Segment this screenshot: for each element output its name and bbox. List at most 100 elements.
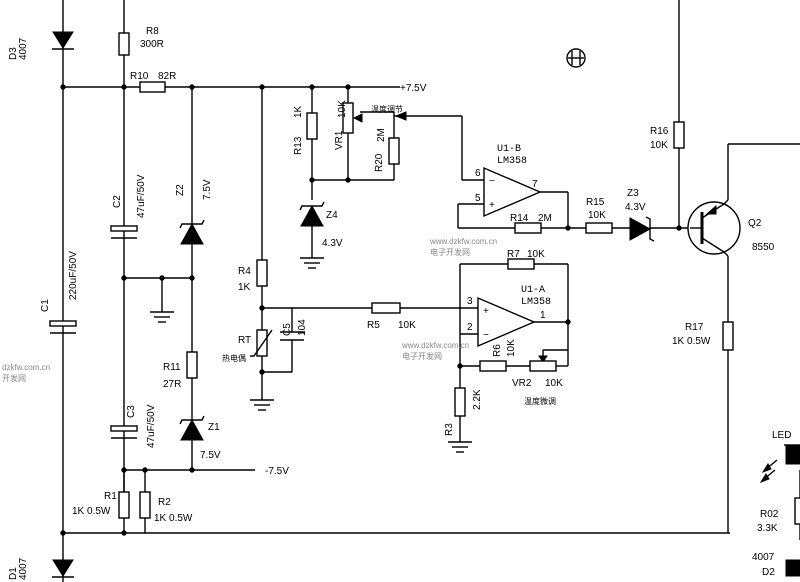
d3-value: 4007 <box>18 37 29 60</box>
z2-value: 7.5V <box>202 179 213 200</box>
z4-value: 4.3V <box>322 238 343 249</box>
r2-value: 1K 0.5W <box>154 513 193 524</box>
zener-z3 <box>629 216 655 242</box>
diode-d1 <box>52 559 74 578</box>
r5-ref: R5 <box>367 320 380 331</box>
ground-symbol-1 <box>150 311 174 323</box>
u1a-pin1: 1 <box>540 310 546 321</box>
logo-mark <box>566 48 586 68</box>
watermark-url-left: dzkfw.com.cn <box>2 363 50 372</box>
c5-ref: C5 <box>282 323 293 336</box>
rt-ref: RT <box>238 335 251 346</box>
resistor-r15 <box>585 222 613 234</box>
d1-value: 4007 <box>18 557 29 580</box>
resistor-r11 <box>186 351 198 379</box>
vr2-wiper-arrow <box>538 355 548 363</box>
c1-value: 220uF/50V <box>68 251 79 300</box>
capacitor-c1 <box>49 320 77 334</box>
c3-value: 47uF/50V <box>146 404 157 448</box>
r15-ref: R15 <box>586 197 605 208</box>
u1a-ref: U1-A <box>521 285 545 296</box>
resistor-r13 <box>306 112 318 140</box>
u1b-pin6: 6 <box>475 168 481 179</box>
arrow-to-vr1 <box>394 111 407 121</box>
resistor-r2 <box>139 491 151 519</box>
r16-ref: R16 <box>650 126 669 137</box>
c2-ref: C2 <box>112 195 123 208</box>
r10-value: 82R <box>158 71 176 82</box>
capacitor-c2 <box>110 225 138 239</box>
thermistor-rt <box>250 329 273 357</box>
r14-value: 2M <box>538 213 552 224</box>
u1b-pin7: 7 <box>532 179 538 190</box>
junction-dots <box>60 84 682 536</box>
fine-adjust-label: 温度微调 <box>524 396 556 406</box>
resistor-r7 <box>507 258 535 270</box>
r10-ref: R10 <box>130 71 149 82</box>
vr2-ref: VR2 <box>512 378 532 389</box>
r8-ref: R8 <box>146 26 159 37</box>
r6-ref: R6 <box>492 344 503 357</box>
u1a-pin3: 3 <box>467 296 473 307</box>
r7-ref: R7 <box>507 249 520 260</box>
diode-d2 <box>785 559 800 577</box>
resistor-r10 <box>139 81 166 93</box>
z2-ref: Z2 <box>175 184 186 196</box>
d2-value: 4007 <box>752 552 775 563</box>
c3-ref: C3 <box>126 405 137 418</box>
d3-ref: D3 <box>8 47 19 60</box>
ground-symbol-r3 <box>448 441 472 453</box>
d1-ref: D1 <box>8 567 19 580</box>
resistor-r02 <box>794 497 800 525</box>
z3-value: 4.3V <box>625 202 646 213</box>
r17-value: 1K 0.5W <box>672 336 711 347</box>
r02-value: 3.3K <box>757 523 778 534</box>
r13-value: 1K <box>293 105 304 118</box>
thermistor-wires <box>261 286 372 400</box>
vcc-neg-label: -7.5V <box>265 466 289 477</box>
r15-value: 10K <box>588 210 606 221</box>
z3-ref: Z3 <box>627 188 639 199</box>
r6-value: 10K <box>506 339 517 357</box>
u1b-pin5: 5 <box>475 193 481 204</box>
potentiometer-vr2 <box>529 360 557 372</box>
r11-value: 27R <box>163 379 181 390</box>
r5-value: 10K <box>398 320 416 331</box>
diode-d3 <box>52 31 74 50</box>
resistor-r17 <box>722 321 734 351</box>
r17-ref: R17 <box>685 322 704 333</box>
u1a-minus-sign: − <box>483 330 489 341</box>
r11-ref: R11 <box>163 362 181 373</box>
u1b-value: LM358 <box>497 156 527 167</box>
watermark-url-1: www.dzkfw.com.cn <box>429 237 497 246</box>
q2-value: 8550 <box>752 242 775 253</box>
z1-ref: Z1 <box>208 422 220 433</box>
z1-value: 7.5V <box>200 450 221 461</box>
vr2-value: 10K <box>545 378 563 389</box>
zener-z1 <box>179 415 205 441</box>
r4-ref: R4 <box>238 266 251 277</box>
r16-value: 10K <box>650 140 668 151</box>
opamp-u1b <box>483 166 542 218</box>
rt-value: 热电偶 <box>222 353 246 363</box>
zener-z4 <box>299 201 325 227</box>
r2-ref: R2 <box>158 497 171 508</box>
resistor-r14 <box>514 222 542 234</box>
u1a-pin2: 2 <box>467 322 473 333</box>
u1a-plus-sign: + <box>483 306 489 317</box>
c2-value: 47uF/50V <box>136 174 147 218</box>
r3-value: 2.2K <box>472 389 483 410</box>
resistor-r8 <box>118 32 130 56</box>
r02-ref: R02 <box>760 509 779 520</box>
resistor-r4 <box>256 259 268 287</box>
c1-ref: C1 <box>40 299 51 312</box>
r7-value: 10K <box>527 249 545 260</box>
r14-ref: R14 <box>510 213 529 224</box>
vr1-ref: VR1 <box>334 130 345 150</box>
watermark-site-2: 电子开发网 <box>402 351 442 361</box>
resistor-r20 <box>388 137 400 165</box>
z4-ref: Z4 <box>326 210 338 221</box>
vr1-value: 10K <box>337 100 348 118</box>
